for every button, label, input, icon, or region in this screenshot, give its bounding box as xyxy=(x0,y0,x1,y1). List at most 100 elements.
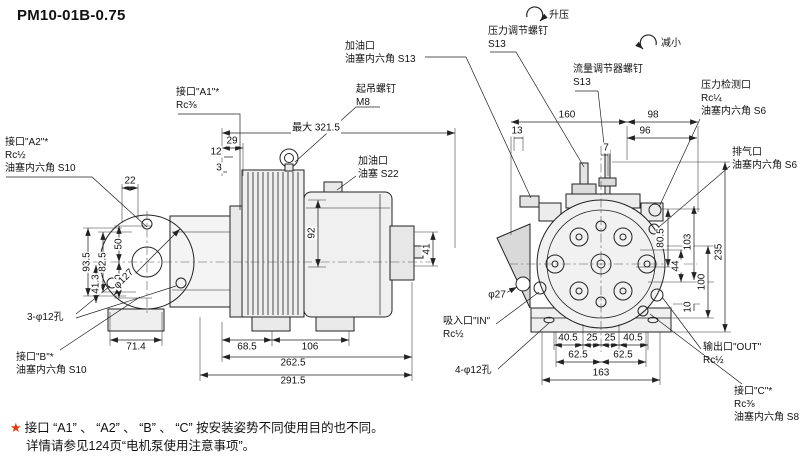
callout-port-c-line3: 油塞内六角 S8 xyxy=(734,412,800,423)
callout-3-holes: 3-φ12孔 xyxy=(27,312,64,323)
terminal-box xyxy=(389,225,415,281)
callout-flow-adjust-screw: 流量调节器螺钉 S13 xyxy=(573,63,643,89)
outlet-port-hole xyxy=(650,288,664,302)
dim-160: 160 xyxy=(557,109,577,121)
dim-41: 41 xyxy=(421,242,433,256)
label-reduce: 减小 xyxy=(661,38,681,49)
rotate-ccw-icon xyxy=(635,34,657,50)
label-raise-pressure: 升压 xyxy=(549,10,569,21)
dim-25-left: 25 xyxy=(585,332,599,344)
callout-port-a1-line1: 接口"A1"* xyxy=(176,87,220,98)
dim-10: 10 xyxy=(682,300,694,314)
callout-port-b: 接口"B"* 油塞内六角 S10 xyxy=(16,351,87,377)
callout-oil-fill-s22: 加油口 油塞 S22 xyxy=(358,155,399,181)
star-marker: ★ xyxy=(10,420,22,435)
lifting-eye-bolt xyxy=(279,148,299,172)
callout-oil-fill-s22-line1: 加油口 xyxy=(358,156,388,167)
callout-suction-line1: 吸入口"IN" xyxy=(443,316,491,327)
callout-port-a2-line3: 油塞内六角 S10 xyxy=(5,163,76,174)
footnote: ★接口 “A1” 、 “A2” 、 “B” 、 “C” 按安装姿势不同使用目的也… xyxy=(10,419,384,455)
dim-62-5-right: 62.5 xyxy=(612,349,634,361)
dim-106: 106 xyxy=(300,341,320,353)
footnote-text1: 接口 “A1” 、 “A2” 、 “B” 、 “C” 按安装姿势不同使用目的也不… xyxy=(24,421,384,435)
callout-port-a2-line1: 接口"A2"* xyxy=(5,137,49,148)
callout-port-b-line2: 油塞内六角 S10 xyxy=(16,365,87,376)
dim-93-5: 93.5 xyxy=(81,251,93,273)
dim-291-5: 291.5 xyxy=(279,375,307,387)
dim-82-5: 82.5 xyxy=(97,251,109,273)
motor-body xyxy=(303,191,393,318)
dim-40-5-left: 40.5 xyxy=(557,332,579,344)
footnote-text2: 详情请参见124页“电机泵使用注意事项”。 xyxy=(26,439,256,453)
callout-port-c-line1: 接口"C"* xyxy=(734,386,773,397)
dim-50-upper: 50 xyxy=(113,237,125,251)
dim-13: 13 xyxy=(510,125,524,137)
flange-foot xyxy=(107,308,165,332)
callout-air-vent-line1: 排气口 xyxy=(732,147,762,158)
dim-235: 235 xyxy=(713,242,725,262)
foot-rear xyxy=(315,316,355,332)
callout-outlet-line2: Rc½ xyxy=(703,355,724,366)
dim-max-length: 最大 321.5 xyxy=(291,118,341,134)
callout-port-a2: 接口"A2"* Rc½ 油塞内六角 S10 xyxy=(5,136,76,175)
foot-front xyxy=(251,316,291,332)
dim-163: 163 xyxy=(591,367,611,379)
callout-pressure-check-line1: 压力检测口 xyxy=(701,80,751,91)
callout-outlet-port: 输出口"OUT" Rc½ xyxy=(703,341,761,367)
dim-7: 7 xyxy=(602,142,610,154)
dim-dia-27: φ27 xyxy=(487,289,507,301)
phi27-hole xyxy=(515,276,531,292)
callout-oil-fill-s13: 加油口 油塞内六角 S13 xyxy=(345,40,416,66)
dim-40-5-right: 40.5 xyxy=(622,332,644,344)
pressure-check-plug xyxy=(648,203,662,217)
flow-adjust-screw xyxy=(604,149,611,195)
dim-62-5-left: 62.5 xyxy=(567,349,589,361)
callout-suction-line2: Rc½ xyxy=(443,329,464,340)
dim-44: 44 xyxy=(670,259,682,273)
callout-4-holes: 4-φ12孔 xyxy=(455,365,492,376)
dim-29: 29 xyxy=(225,135,239,147)
dim-100: 100 xyxy=(696,272,708,292)
callout-lifting-bolt-line2: M8 xyxy=(356,97,370,108)
oil-fill-plug-s13 xyxy=(519,195,540,208)
callout-port-a1-line2: Rc⅜ xyxy=(176,100,197,111)
oil-filler-cap-s22 xyxy=(323,181,343,193)
port-c-hole xyxy=(637,305,649,317)
dim-98: 98 xyxy=(646,109,660,121)
suction-port-hole xyxy=(533,281,547,295)
callout-pressure-adjust-line2: S13 xyxy=(488,39,506,50)
callout-oil-fill-s13-line1: 加油口 xyxy=(345,41,375,52)
dim-22: 22 xyxy=(123,175,137,187)
callout-suction-port: 吸入口"IN" Rc½ xyxy=(443,315,490,341)
callout-pressure-adjust-screw: 压力调节螺钉 S13 xyxy=(488,25,548,51)
callout-port-c-line2: Rc⅜ xyxy=(734,399,755,410)
leader-lines xyxy=(6,51,743,385)
callout-lifting-bolt-line1: 起吊螺钉 xyxy=(356,84,396,95)
dim-41-3: 41.3 xyxy=(90,273,102,295)
callout-pressure-check-line2: Rc¼ xyxy=(701,93,722,104)
rotate-cw-icon xyxy=(526,6,548,22)
pump-head xyxy=(169,215,233,308)
dim-262-5: 262.5 xyxy=(279,357,307,369)
dim-12: 12 xyxy=(209,146,223,158)
callout-lifting-bolt: 起吊螺钉 M8 xyxy=(356,83,396,109)
callout-port-c: 接口"C"* Rc⅜ 油塞内六角 S8 xyxy=(734,385,799,424)
footnote-line2: 详情请参见124页“电机泵使用注意事项”。 xyxy=(26,437,384,455)
callout-pressure-check-port: 压力检测口 Rc¼ 油塞内六角 S6 xyxy=(701,79,766,118)
callout-air-vent-line2: 油塞内六角 S6 xyxy=(732,160,798,171)
callout-port-a1: 接口"A1"* Rc⅜ xyxy=(176,86,219,112)
callout-pressure-check-line3: 油塞内六角 S6 xyxy=(701,106,767,117)
callout-flow-adjust-line1: 流量调节器螺钉 xyxy=(573,64,643,75)
dim-92: 92 xyxy=(306,226,318,240)
dim-103: 103 xyxy=(682,232,694,252)
dim-68-5: 68.5 xyxy=(236,341,258,353)
dim-71-4: 71.4 xyxy=(125,341,147,353)
callout-flow-adjust-line2: S13 xyxy=(573,77,591,88)
callout-pressure-adjust-line1: 压力调节螺钉 xyxy=(488,26,548,37)
dim-25-right: 25 xyxy=(603,332,617,344)
callout-outlet-line1: 输出口"OUT" xyxy=(703,342,762,353)
callout-oil-fill-s22-line2: 油塞 S22 xyxy=(358,169,399,180)
callout-air-vent: 排气口 油塞内六角 S6 xyxy=(732,146,797,172)
